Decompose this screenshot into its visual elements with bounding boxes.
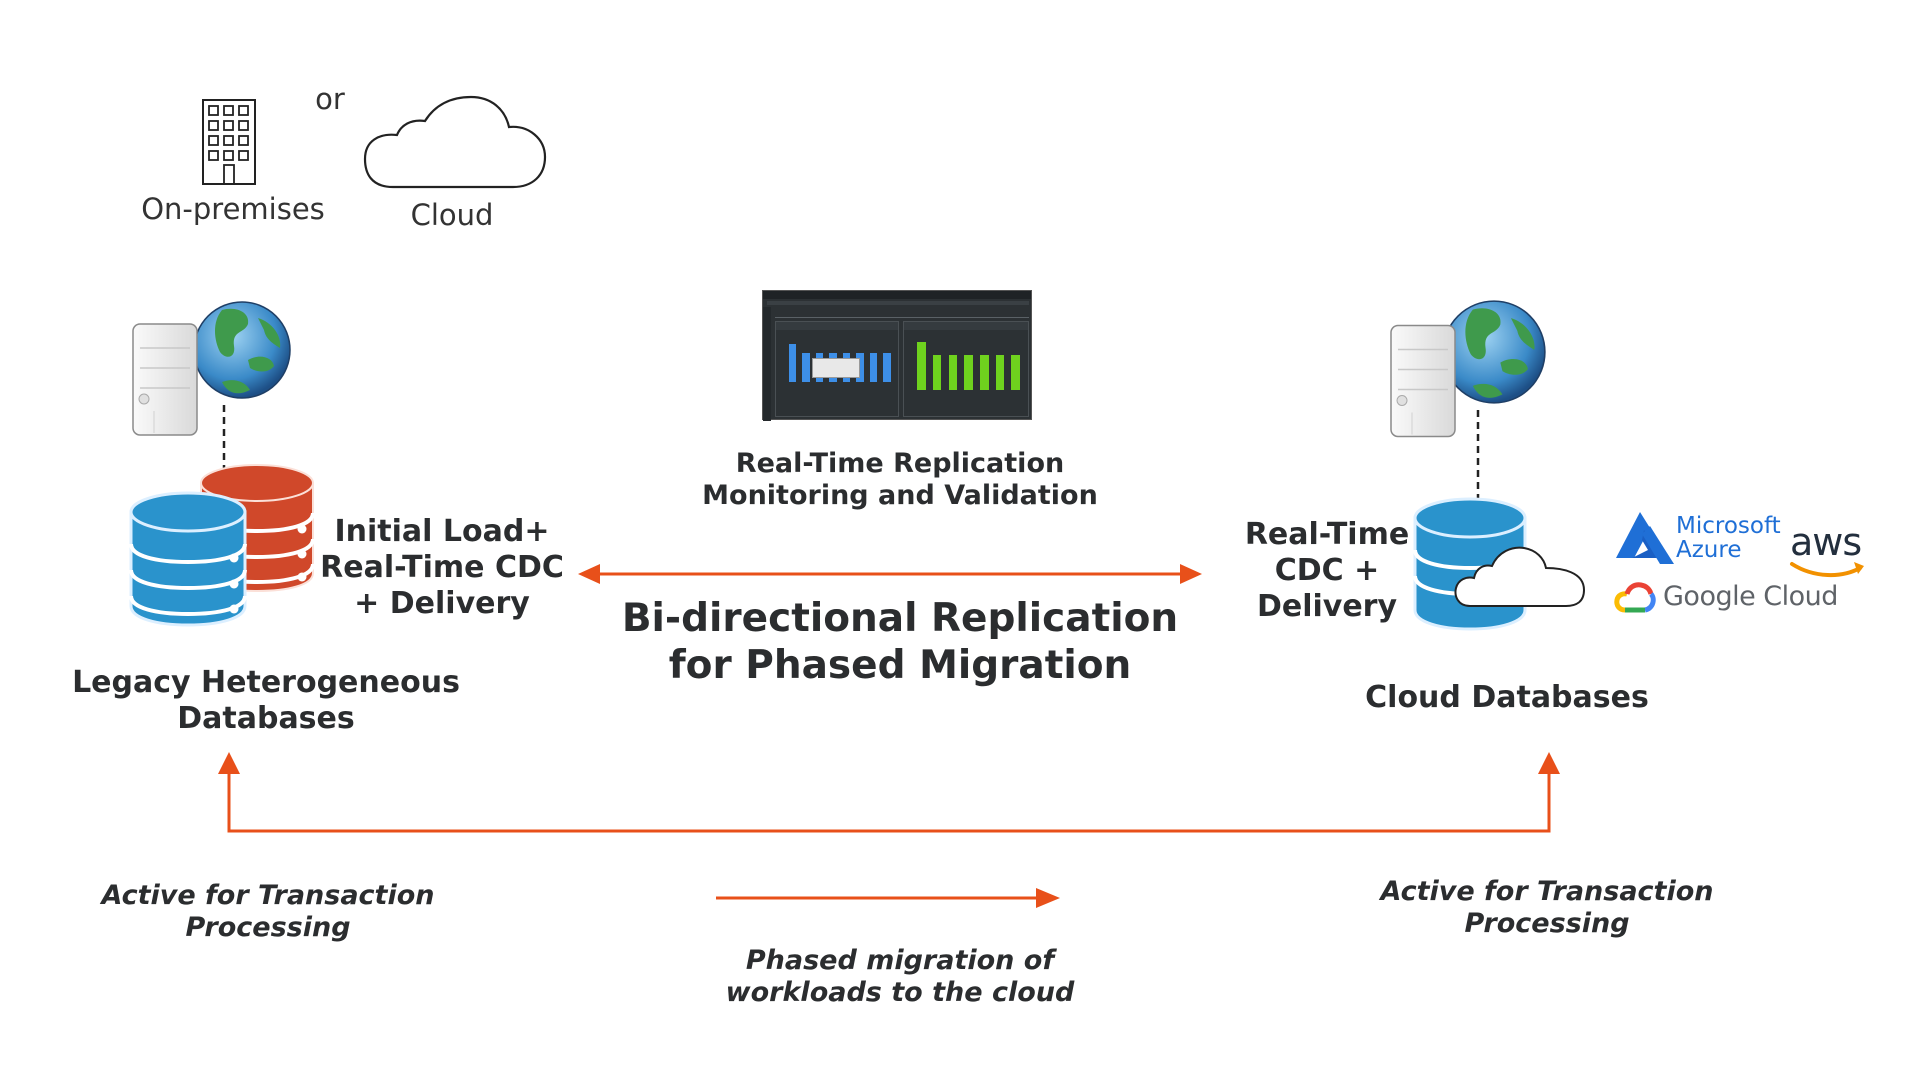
target-bar <box>948 355 958 390</box>
building-icon <box>202 99 256 185</box>
left-process-line-3: + Delivery <box>354 586 530 621</box>
aws-label: aws <box>1790 520 1862 564</box>
target-bar <box>964 355 973 390</box>
monitoring-label: Real-Time Replication Monitoring and Val… <box>690 448 1110 513</box>
target-bar <box>1011 355 1021 390</box>
target-bar <box>980 355 989 390</box>
dashboard-sidebar <box>763 307 771 421</box>
azure-label: Microsoft Azure <box>1676 514 1781 562</box>
left-up-arrowhead <box>218 752 240 774</box>
left-process-line-1: Initial Load+ <box>334 514 550 549</box>
right-up-arrowhead <box>1538 752 1560 774</box>
right-process-line-2: CDC + <box>1274 553 1380 588</box>
source-bar <box>869 353 878 382</box>
target-bar <box>932 355 942 390</box>
server-icon <box>1390 324 1456 438</box>
azure-line-2: Azure <box>1676 537 1742 563</box>
cloud-label: Cloud <box>410 198 494 232</box>
bidirectional-line-1: Bi-directional Replication <box>621 596 1179 641</box>
legacy-title-line-1: Legacy Heterogeneous <box>72 665 460 700</box>
right-active-label: Active for Transaction Processing <box>1367 876 1727 941</box>
database-blue-icon <box>129 491 247 627</box>
left-process-label: Initial Load+ Real-Time CDC + Delivery <box>312 514 572 622</box>
right-process-line-3: Delivery <box>1256 589 1398 624</box>
bidirectional-line-2: for Phased Migration <box>668 642 1132 688</box>
legacy-databases-title: Legacy Heterogeneous Databases <box>66 665 466 737</box>
source-bar <box>788 344 797 382</box>
target-bar <box>995 355 1005 390</box>
server-icon <box>132 323 198 436</box>
monitoring-dashboard-thumbnail <box>762 290 1032 421</box>
bidirectional-title: Bi-directional Replication for Phased Mi… <box>590 596 1210 690</box>
azure-line-1: Microsoft <box>1676 513 1781 539</box>
legacy-title-line-2: Databases <box>177 701 355 736</box>
left-active-line-2: Processing <box>185 912 351 944</box>
on-premises-label: On-premises <box>141 192 325 226</box>
source-panel <box>775 321 899 417</box>
active-transaction-connector <box>218 752 1560 833</box>
google-cloud-logo-icon <box>1614 582 1656 613</box>
right-active-line-1: Active for Transaction <box>1380 876 1714 907</box>
left-process-line-2: Real-Time CDC <box>320 550 564 585</box>
monitoring-line-1: Real-Time Replication <box>735 448 1065 479</box>
target-bar-chart <box>914 334 1024 390</box>
source-panel-header <box>776 322 898 330</box>
left-active-line-1: Active for Transaction <box>101 880 435 911</box>
right-active-line-2: Processing <box>1464 908 1630 940</box>
tooltip <box>812 358 860 378</box>
right-process-label: Real-Time CDC + Delivery <box>1232 517 1422 625</box>
aws-smile-icon <box>1790 562 1864 578</box>
connection-dashed-line <box>1476 410 1480 506</box>
target-bar <box>917 342 926 390</box>
source-bar <box>802 353 810 382</box>
phased-line-2: workloads to the cloud <box>725 977 1075 1009</box>
phased-migration-label: Phased migration of workloads to the clo… <box>700 945 1100 1010</box>
bidirectional-arrow <box>578 564 1202 584</box>
source-bar <box>883 353 891 382</box>
dashboard-titlebar <box>763 291 1031 299</box>
cloud-database-icon <box>1413 497 1586 631</box>
globe-icon <box>193 301 291 399</box>
monitoring-line-2: Monitoring and Validation <box>702 480 1098 512</box>
google-cloud-label: Google Cloud <box>1663 581 1838 612</box>
azure-logo-icon <box>1616 512 1674 564</box>
dashboard-header <box>775 311 1029 318</box>
target-panel-header <box>904 322 1028 330</box>
left-active-label: Active for Transaction Processing <box>88 880 448 945</box>
cloud-icon <box>363 95 547 189</box>
cloud-databases-title: Cloud Databases <box>1365 680 1649 715</box>
phased-migration-arrow <box>716 888 1060 908</box>
target-panel <box>903 321 1029 417</box>
or-label: or <box>315 82 345 116</box>
right-process-line-1: Real-Time <box>1244 517 1410 552</box>
globe-icon <box>1442 300 1546 404</box>
dashboard-address-bar <box>767 301 1029 305</box>
phased-line-1: Phased migration of <box>745 945 1055 976</box>
